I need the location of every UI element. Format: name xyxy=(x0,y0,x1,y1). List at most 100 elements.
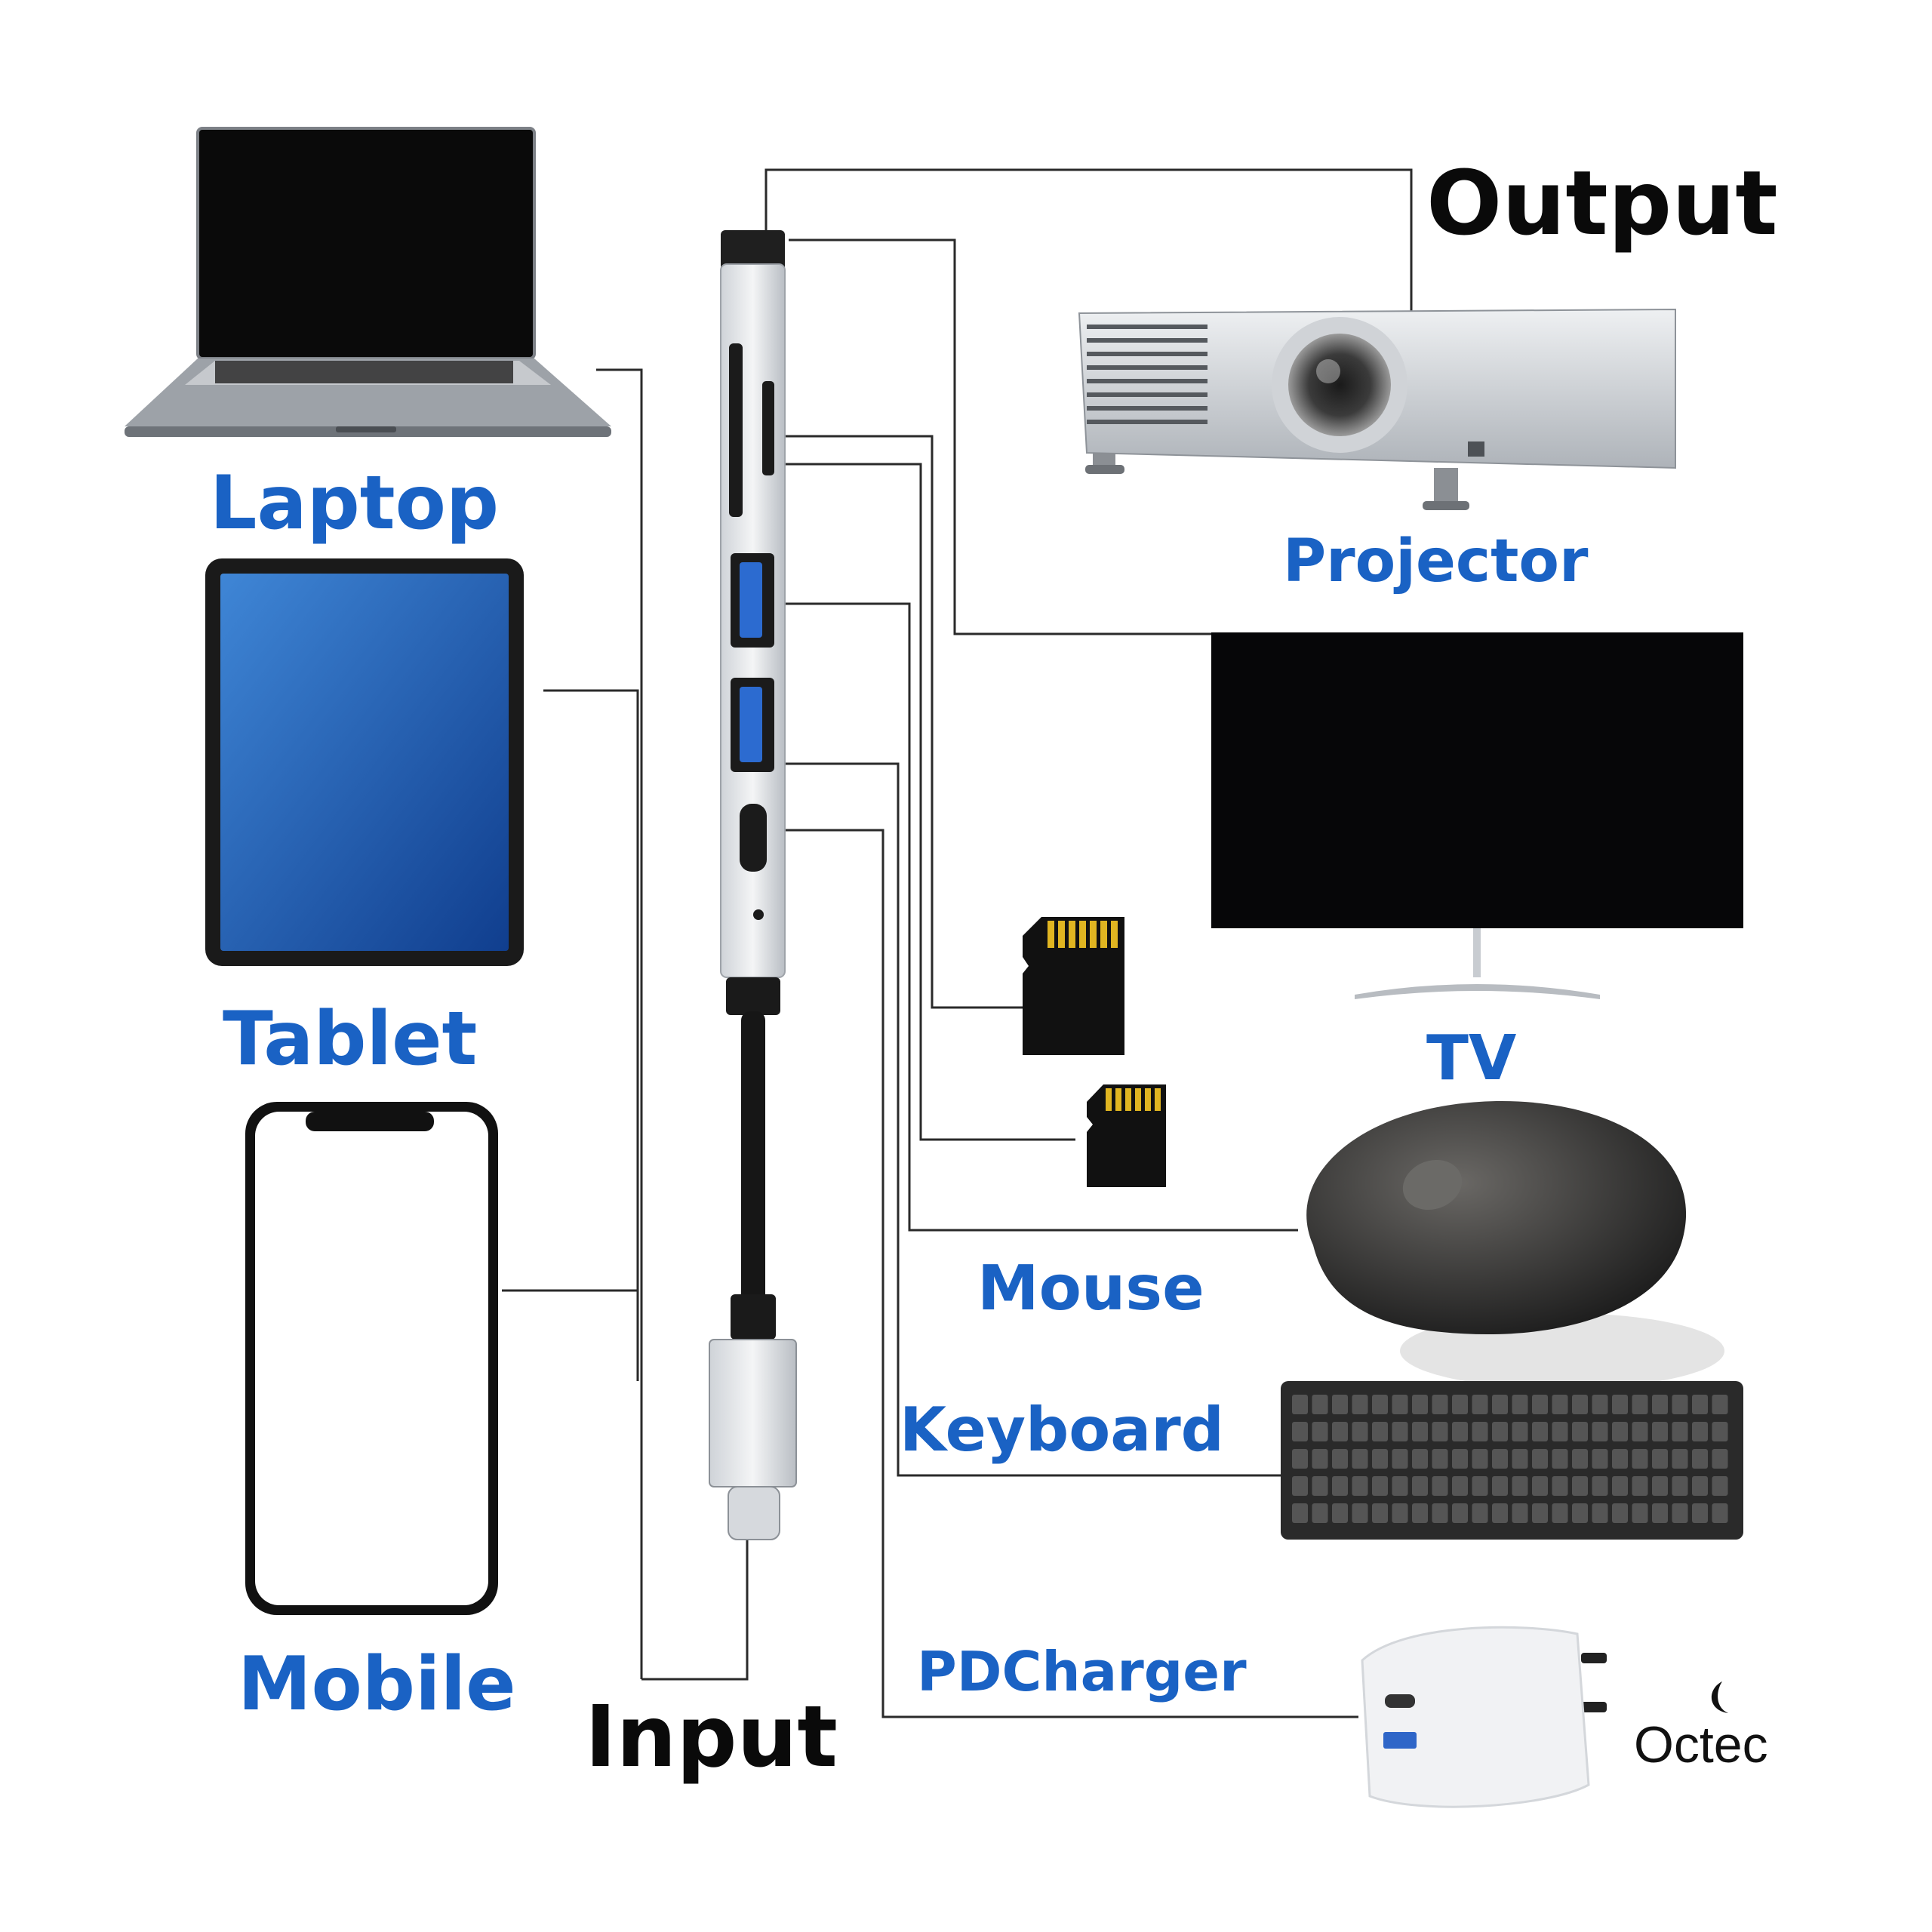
keyboard-key xyxy=(1652,1395,1668,1414)
keyboard-key xyxy=(1572,1503,1588,1523)
keyboard-key xyxy=(1412,1395,1428,1414)
keyboard-key xyxy=(1632,1449,1648,1469)
laptop-label: Laptop xyxy=(210,460,499,546)
wire-charger xyxy=(781,829,1358,1718)
keyboard-key xyxy=(1532,1395,1548,1414)
keyboard-key xyxy=(1432,1422,1448,1441)
keyboard-key xyxy=(1652,1422,1668,1441)
keyboard-key xyxy=(1652,1476,1668,1496)
keyboard-icon xyxy=(1281,1381,1743,1540)
keyboard-key xyxy=(1632,1422,1648,1441)
keyboard-key xyxy=(1552,1395,1568,1414)
keyboard-key xyxy=(1592,1395,1608,1414)
keyboard-key xyxy=(1712,1476,1728,1496)
keyboard-key xyxy=(1372,1503,1388,1523)
sd-card-icon xyxy=(1023,917,1124,1055)
connection-wires xyxy=(502,168,1479,1718)
keyboard-key xyxy=(1492,1395,1508,1414)
keyboard-key xyxy=(1332,1449,1348,1469)
keyboard-key xyxy=(1352,1503,1368,1523)
wire-sdcard xyxy=(785,435,1023,1009)
keyboard-key xyxy=(1592,1503,1608,1523)
keyboard-key xyxy=(1592,1449,1608,1469)
keyboard-key xyxy=(1452,1503,1468,1523)
keyboard-key xyxy=(1492,1449,1508,1469)
output-heading: Output xyxy=(1426,151,1778,255)
keyboard-key xyxy=(1672,1449,1688,1469)
keyboard-key xyxy=(1452,1449,1468,1469)
keyboard-key xyxy=(1532,1476,1548,1496)
keyboard-key xyxy=(1432,1503,1448,1523)
keyboard-key xyxy=(1612,1476,1628,1496)
keyboard-key xyxy=(1372,1476,1388,1496)
keyboard-key xyxy=(1412,1476,1428,1496)
tablet-label: Tablet xyxy=(223,996,477,1082)
keyboard-key xyxy=(1332,1476,1348,1496)
keyboard-key xyxy=(1652,1503,1668,1523)
wire-microsd xyxy=(777,463,1075,1141)
mobile-label: Mobile xyxy=(238,1641,516,1727)
keyboard-key xyxy=(1532,1503,1548,1523)
keyboard-key xyxy=(1292,1503,1308,1523)
wire-tablet xyxy=(543,689,639,1381)
keyboard-key xyxy=(1712,1503,1728,1523)
keyboard-key xyxy=(1712,1422,1728,1441)
tablet-icon xyxy=(205,558,524,966)
keyboard-key xyxy=(1612,1422,1628,1441)
mouse-icon xyxy=(1306,1101,1724,1389)
keyboard-key xyxy=(1612,1503,1628,1523)
pd-charger-icon xyxy=(1361,1626,1607,1808)
keyboard-key xyxy=(1292,1422,1308,1441)
keyboard-key xyxy=(1512,1422,1528,1441)
keyboard-key xyxy=(1292,1476,1308,1496)
keyboard-key xyxy=(1352,1422,1368,1441)
keyboard-key xyxy=(1572,1395,1588,1414)
keyboard-key xyxy=(1432,1395,1448,1414)
keyboard-key xyxy=(1572,1422,1588,1441)
keyboard-key xyxy=(1672,1422,1688,1441)
keyboard-key xyxy=(1312,1476,1328,1496)
keyboard-key xyxy=(1492,1422,1508,1441)
keyboard-key xyxy=(1532,1449,1548,1469)
keyboard-key xyxy=(1392,1503,1408,1523)
keyboard-key xyxy=(1372,1422,1388,1441)
brand-logo-text: Octec xyxy=(1634,1716,1768,1774)
keyboard-key xyxy=(1412,1449,1428,1469)
keyboard-key xyxy=(1632,1395,1648,1414)
keyboard-key xyxy=(1492,1476,1508,1496)
keyboard-key xyxy=(1392,1449,1408,1469)
keyboard-keys xyxy=(1292,1395,1728,1523)
keyboard-key xyxy=(1432,1449,1448,1469)
keyboard-label: Keyboard xyxy=(900,1395,1224,1465)
keyboard-key xyxy=(1552,1503,1568,1523)
brand-logo-icon xyxy=(1711,1681,1728,1713)
keyboard-key xyxy=(1692,1449,1708,1469)
keyboard-key xyxy=(1352,1476,1368,1496)
keyboard-key xyxy=(1412,1503,1428,1523)
keyboard-key xyxy=(1512,1503,1528,1523)
laptop-icon xyxy=(125,127,611,437)
keyboard-key xyxy=(1692,1476,1708,1496)
keyboard-key xyxy=(1672,1503,1688,1523)
projector-icon xyxy=(1078,308,1676,510)
keyboard-key xyxy=(1672,1476,1688,1496)
keyboard-key xyxy=(1512,1476,1528,1496)
keyboard-key xyxy=(1632,1476,1648,1496)
keyboard-key xyxy=(1472,1449,1488,1469)
keyboard-key xyxy=(1572,1476,1588,1496)
mouse-label: Mouse xyxy=(977,1253,1204,1324)
keyboard-key xyxy=(1452,1395,1468,1414)
keyboard-key xyxy=(1472,1395,1488,1414)
keyboard-key xyxy=(1312,1422,1328,1441)
keyboard-key xyxy=(1592,1422,1608,1441)
keyboard-key xyxy=(1332,1422,1348,1441)
keyboard-key xyxy=(1692,1422,1708,1441)
keyboard-key xyxy=(1512,1449,1528,1469)
keyboard-key xyxy=(1612,1395,1628,1414)
keyboard-key xyxy=(1292,1449,1308,1469)
keyboard-key xyxy=(1372,1395,1388,1414)
keyboard-key xyxy=(1472,1476,1488,1496)
keyboard-key xyxy=(1472,1422,1488,1441)
projector-label: Projector xyxy=(1283,528,1589,595)
